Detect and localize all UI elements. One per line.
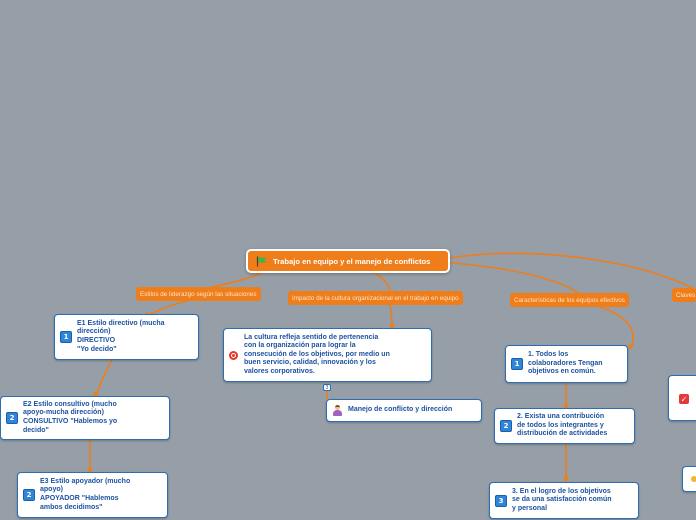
number-three-icon: 3 <box>495 494 507 507</box>
branch-caracteristicas[interactable]: Características de los equipos efectivos <box>510 293 629 307</box>
node-text: La cultura refleja sentido de pertenenci… <box>244 333 390 375</box>
number-two-icon: 2 <box>23 489 35 501</box>
estilo-directivo-node[interactable]: 1 E1 Estilo directivo (mucha dirección) … <box>54 314 199 360</box>
branch-label: Características de los equipos efectivos <box>514 296 625 304</box>
number-two-icon: 2 <box>6 412 18 424</box>
number-one-icon: 1 <box>511 358 523 370</box>
branch-label: Estilos de liderazgo según las situacion… <box>140 290 257 298</box>
node-text: E2 Estilo consultivo (mucho apoyo-mucha … <box>23 400 118 434</box>
claves-node-partial[interactable]: ✓ <box>668 375 696 421</box>
target-icon <box>229 350 238 360</box>
number-one-icon: 1 <box>60 331 72 343</box>
node-text: Manejo de conflicto y dirección <box>348 406 453 414</box>
branch-label: Claves <box>676 291 696 299</box>
node-text: 3. En el logro de los objetivos se da un… <box>512 487 612 512</box>
claves-node-partial-2[interactable] <box>682 466 696 492</box>
node-text: 2. Exista una contribución de todos los … <box>517 413 608 438</box>
number-two-icon: 2 <box>500 420 512 432</box>
collapsed-count-badge[interactable]: 3 <box>323 384 331 391</box>
green-flag-icon <box>256 256 267 266</box>
person-icon <box>332 405 343 416</box>
manejo-conflicto-node[interactable]: Manejo de conflicto y dirección <box>326 399 482 422</box>
central-topic-label: Trabajo en equipo y el manejo de conflic… <box>273 256 431 266</box>
cultura-organizacional-node[interactable]: La cultura refleja sentido de pertenenci… <box>223 328 432 382</box>
estilo-consultivo-node[interactable]: 2 E2 Estilo consultivo (mucho apoyo-much… <box>0 396 170 440</box>
branch-estilos-liderazgo[interactable]: Estilos de liderazgo según las situacion… <box>136 287 261 301</box>
bulb-icon <box>691 476 696 482</box>
caracteristica-satisfaccion-node[interactable]: 3 3. En el logro de los objetivos se da … <box>489 482 639 519</box>
estilo-apoyador-node[interactable]: 2 E3 Estilo apoyador (mucho apoyo) APOYA… <box>17 472 168 518</box>
node-text: E3 Estilo apoyador (mucho apoyo) APOYADO… <box>40 477 131 511</box>
central-topic[interactable]: Trabajo en equipo y el manejo de conflic… <box>246 249 450 273</box>
node-text: 1. Todos los colaboradores Tengan objeti… <box>528 351 603 376</box>
checkbox-icon: ✓ <box>679 394 689 404</box>
caracteristica-contribucion-node[interactable]: 2 2. Exista una contribución de todos lo… <box>494 408 635 444</box>
branch-impacto-cultura[interactable]: Impacto de la cultura organizacional en … <box>288 291 463 305</box>
node-text: E1 Estilo directivo (mucha dirección) DI… <box>77 319 165 353</box>
branch-label: Impacto de la cultura organizacional en … <box>292 294 459 302</box>
caracteristica-objetivos-node[interactable]: 1 1. Todos los colaboradores Tengan obje… <box>505 345 628 383</box>
branch-claves[interactable]: Claves <box>672 288 696 302</box>
